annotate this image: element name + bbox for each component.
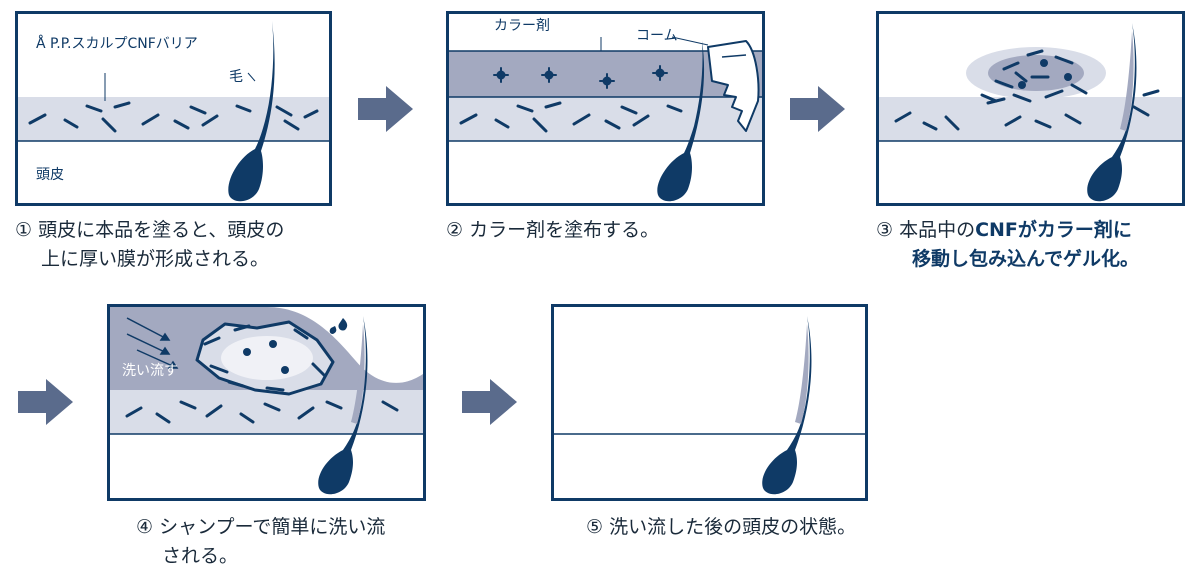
label-cnf-barrier: Å P.P.スカルプCNFバリア: [36, 36, 198, 52]
label-scalp: 頭皮: [36, 167, 64, 183]
hair-shape: [228, 21, 275, 202]
hair-shape: [1087, 23, 1137, 202]
panel-5: [551, 304, 868, 501]
cnf-fibers: [894, 89, 1160, 131]
caption-4: ④ シャンプーで簡単に洗い流 される。: [136, 513, 385, 571]
label-comb: コーム: [636, 28, 678, 44]
panel-4: [107, 304, 426, 501]
hair-shape: [657, 41, 705, 202]
cnf-fibers: [28, 101, 319, 133]
arrow-right-icon: [462, 379, 518, 429]
gel-fibers: [980, 49, 1088, 105]
caption-1-line2: 上に厚い膜が形成される。: [41, 248, 270, 270]
cnf-fibers: [459, 101, 683, 133]
gel-core: [988, 55, 1084, 91]
hair-shape: [318, 316, 368, 495]
arrow-right-icon: [790, 86, 846, 136]
caption-4-line1: ④ シャンプーで簡単に洗い流: [136, 516, 386, 538]
panel-1: [15, 11, 332, 206]
panel-2: [446, 11, 765, 206]
caption-3-line2: 移動し包み込んでゲル化。: [912, 248, 1140, 270]
water-drop-icon: [329, 318, 348, 334]
label-hair: 毛: [229, 69, 243, 85]
arrow-right-icon: [358, 86, 414, 136]
caption-1-line1: ① 頭皮に本品を塗ると、頭皮の: [15, 219, 285, 241]
cnf-film-layer: [18, 97, 329, 141]
caption-4-line2: される。: [162, 545, 239, 567]
caption-1: ① 頭皮に本品を塗ると、頭皮の 上に厚い膜が形成される。: [15, 216, 284, 274]
comb-icon: [707, 40, 760, 132]
caption-3-line1b: CNFがカラー剤に: [975, 219, 1132, 241]
caption-5-line1: ⑤ 洗い流した後の頭皮の状態。: [586, 516, 857, 538]
arrow-right-icon: [18, 379, 74, 429]
hair-shape: [762, 316, 812, 495]
caption-5: ⑤ 洗い流した後の頭皮の状態。: [586, 513, 856, 542]
hair-leader-line: [247, 72, 256, 82]
caption-2: ② カラー剤を塗布する。: [446, 216, 659, 245]
caption-3: ③ 本品中のCNFがカラー剤に 移動し包み込んでゲル化。: [876, 216, 1139, 274]
flow-arrows: [126, 317, 179, 369]
label-color-agent: カラー剤: [494, 18, 550, 34]
panel-3: [876, 11, 1185, 206]
cnf-film-layer: [449, 97, 762, 141]
caption-2-line1: ② カラー剤を塗布する。: [446, 219, 660, 241]
label-wash: 洗い流す: [122, 363, 178, 379]
caption-3-line1a: ③ 本品中の: [876, 219, 976, 241]
